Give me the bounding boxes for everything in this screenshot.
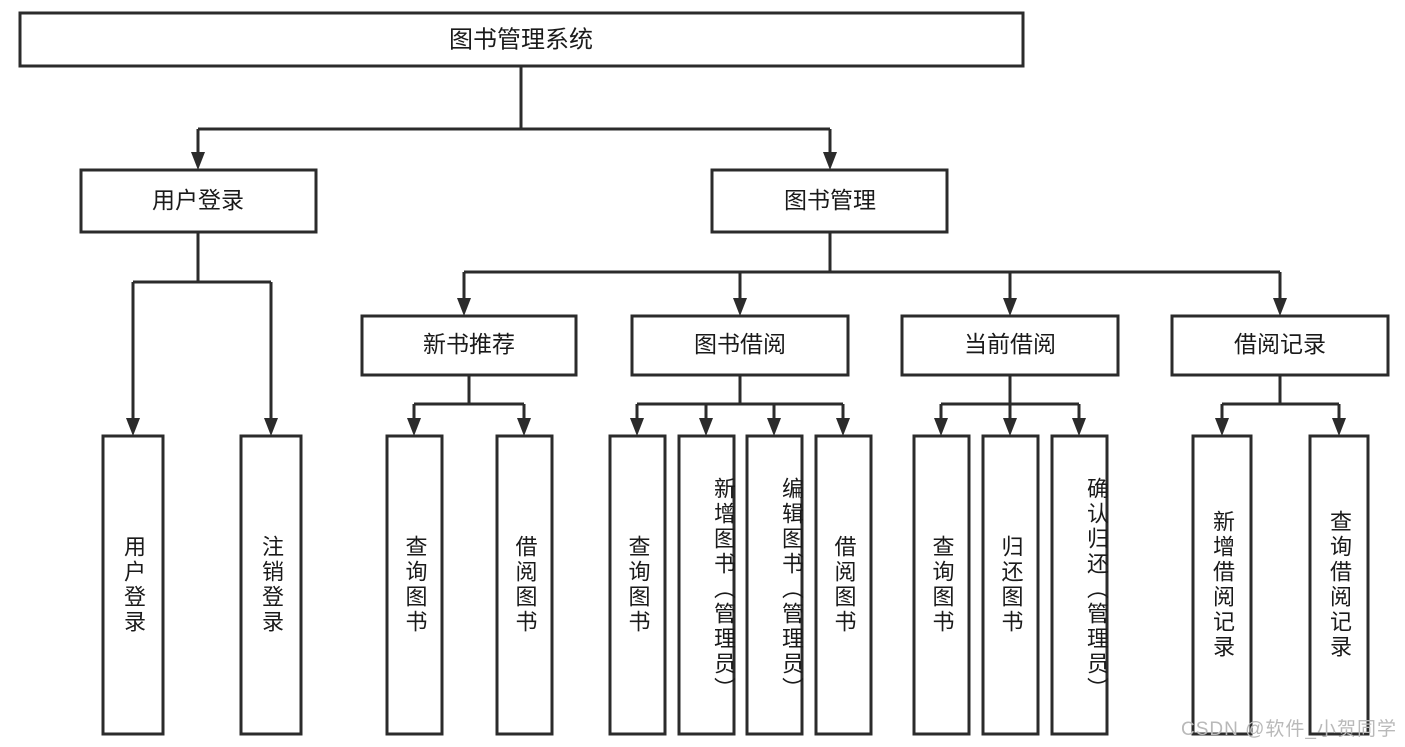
node-leaf-box-0[interactable] xyxy=(101,434,165,736)
node-leaf-box-6[interactable] xyxy=(745,434,804,736)
arrowhead-leaf-3 xyxy=(407,418,421,436)
node-root-label: 图书管理系统 xyxy=(449,26,593,53)
node-leaf-box-9[interactable] xyxy=(981,434,1040,736)
arrowhead-leaf-6 xyxy=(699,418,713,436)
node-level3-box-3[interactable] xyxy=(1170,314,1390,377)
arrowhead-leaf-7 xyxy=(767,418,781,436)
arrowhead-leaf-2 xyxy=(264,418,278,436)
node-leaf-box-1[interactable] xyxy=(239,434,303,736)
node-leaf-box-7[interactable] xyxy=(814,434,873,736)
arrowhead-leaf-12 xyxy=(1215,418,1229,436)
arrowhead-leaf-10 xyxy=(1003,418,1017,436)
node-level3-box-2[interactable] xyxy=(900,314,1120,377)
arrowhead-userlogin xyxy=(191,152,205,170)
arrowhead-leaf-5 xyxy=(630,418,644,436)
arrowhead-borrowrecord xyxy=(1273,298,1287,316)
node-level3-label-3: 借阅记录 xyxy=(1234,331,1326,357)
arrowhead-leaf-9 xyxy=(934,418,948,436)
node-leaf-box-2[interactable] xyxy=(385,434,444,736)
node-level2-label-0: 用户登录 xyxy=(152,187,244,213)
connector-group-borrowrecord xyxy=(1215,375,1346,436)
node-level2-box-1[interactable] xyxy=(710,168,949,234)
node-level3-label-0: 新书推荐 xyxy=(423,331,515,357)
node-leaf-box-4[interactable] xyxy=(608,434,667,736)
arrowhead-currentborrow xyxy=(1003,298,1017,316)
arrowhead-borrowbook xyxy=(733,298,747,316)
node-leaf-box-10[interactable] xyxy=(1050,434,1109,736)
connector-group-newbook xyxy=(407,375,531,436)
arrowhead-leaf-11 xyxy=(1072,418,1086,436)
arrowhead-leaf-4 xyxy=(517,418,531,436)
arrowhead-leaf-13 xyxy=(1332,418,1346,436)
watermark-text: CSDN @软件_小贺同学 xyxy=(1181,719,1397,740)
node-level2-label-1: 图书管理 xyxy=(784,187,876,213)
node-leaf-box-12[interactable] xyxy=(1308,434,1370,736)
arrowhead-leaf-8 xyxy=(836,418,850,436)
node-leaf-box-5[interactable] xyxy=(677,434,736,736)
arrowhead-bookmgmt xyxy=(823,152,837,170)
arrowhead-leaf-1 xyxy=(126,418,140,436)
node-level3-label-1: 图书借阅 xyxy=(694,331,786,357)
node-leaf-box-11[interactable] xyxy=(1191,434,1253,736)
connector-group-userlogin xyxy=(126,232,278,436)
node-level3-box-0[interactable] xyxy=(360,314,578,377)
connector-group-borrowbook xyxy=(630,375,850,436)
node-level3-label-2: 当前借阅 xyxy=(964,331,1056,357)
node-level3-box-1[interactable] xyxy=(630,314,850,377)
connector-group-currentborrow xyxy=(934,375,1086,436)
node-leaf-box-3[interactable] xyxy=(495,434,554,736)
arrowhead-newbook xyxy=(457,298,471,316)
connector-group-bookmgmt xyxy=(457,232,1287,316)
connector-group-root xyxy=(191,66,837,170)
node-root-box[interactable] xyxy=(18,11,1025,68)
node-leaf-box-8[interactable] xyxy=(912,434,971,736)
node-level2-box-0[interactable] xyxy=(79,168,318,234)
